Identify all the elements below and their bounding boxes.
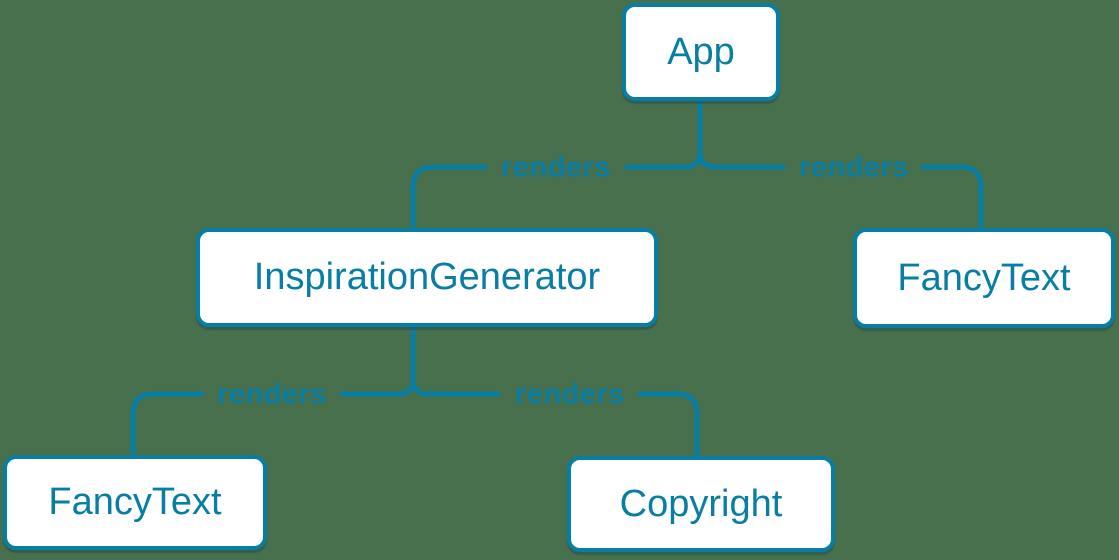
node-fancy-text-left: FancyText [3, 455, 267, 550]
edge-label-renders-inspiration-copyright: renders [515, 378, 625, 411]
node-fancy-text-right: FancyText [853, 228, 1115, 328]
node-inspiration-generator: InspirationGenerator [196, 228, 658, 327]
edge-label-renders-app-inspiration: renders [501, 151, 611, 184]
connector-inspirationgenerator-to-copyright [637, 391, 700, 457]
connector-app-to-fancytext [920, 164, 984, 229]
edge-label-renders-inspiration-fancytext: renders [217, 378, 327, 411]
connector-inspiration-stem-right [410, 376, 501, 397]
connector-app-to-inspirationgenerator [410, 164, 488, 229]
edge-label-renders-app-fancytext: renders [799, 151, 909, 184]
connector-app-stem-right [697, 149, 786, 170]
node-copyright: Copyright [567, 456, 835, 552]
connector-inspiration-stem-left [339, 324, 416, 397]
connector-inspirationgenerator-to-fancytext [130, 391, 205, 456]
connector-app-stem-left [624, 98, 703, 170]
node-app: App [622, 3, 780, 101]
